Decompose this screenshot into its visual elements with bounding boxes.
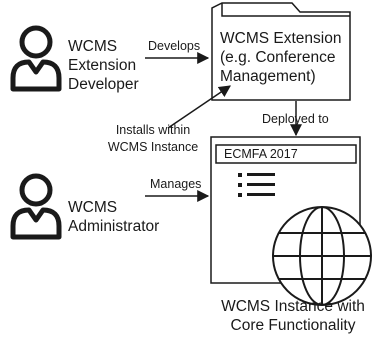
instance-caption-line2: Core Functionality [230, 317, 356, 334]
instance-header-text: ECMFA 2017 [224, 147, 298, 161]
list-icon [238, 173, 275, 197]
administrator-label-line2: Administrator [68, 218, 160, 235]
develops-label: Develops [148, 39, 201, 53]
extension-label-line2: (e.g. Conference [220, 49, 336, 66]
administrator-person-icon [10, 173, 62, 240]
extension-folder-icon [211, 2, 351, 101]
installs-arrow [167, 85, 231, 129]
installs-label-line1: Installs within [115, 123, 191, 137]
manages-label: Manages [150, 177, 202, 191]
globe-icon [272, 206, 372, 306]
instance-caption-line1: WCMS Instance with [221, 298, 365, 315]
administrator-label-line1: WCMS [68, 199, 118, 216]
extension-label-line3: Management) [220, 68, 316, 85]
deployed-to-label: Deployed to [262, 112, 329, 126]
instance-header-box [215, 144, 357, 164]
developer-label-line2: Extension [68, 57, 137, 74]
developer-label-line3: Developer [68, 76, 139, 93]
developer-person-icon [10, 25, 62, 92]
installs-label-line2: WCMS Instance [107, 140, 199, 154]
developer-label-line1: WCMS [68, 38, 118, 55]
extension-label-line1: WCMS Extension [220, 30, 342, 47]
